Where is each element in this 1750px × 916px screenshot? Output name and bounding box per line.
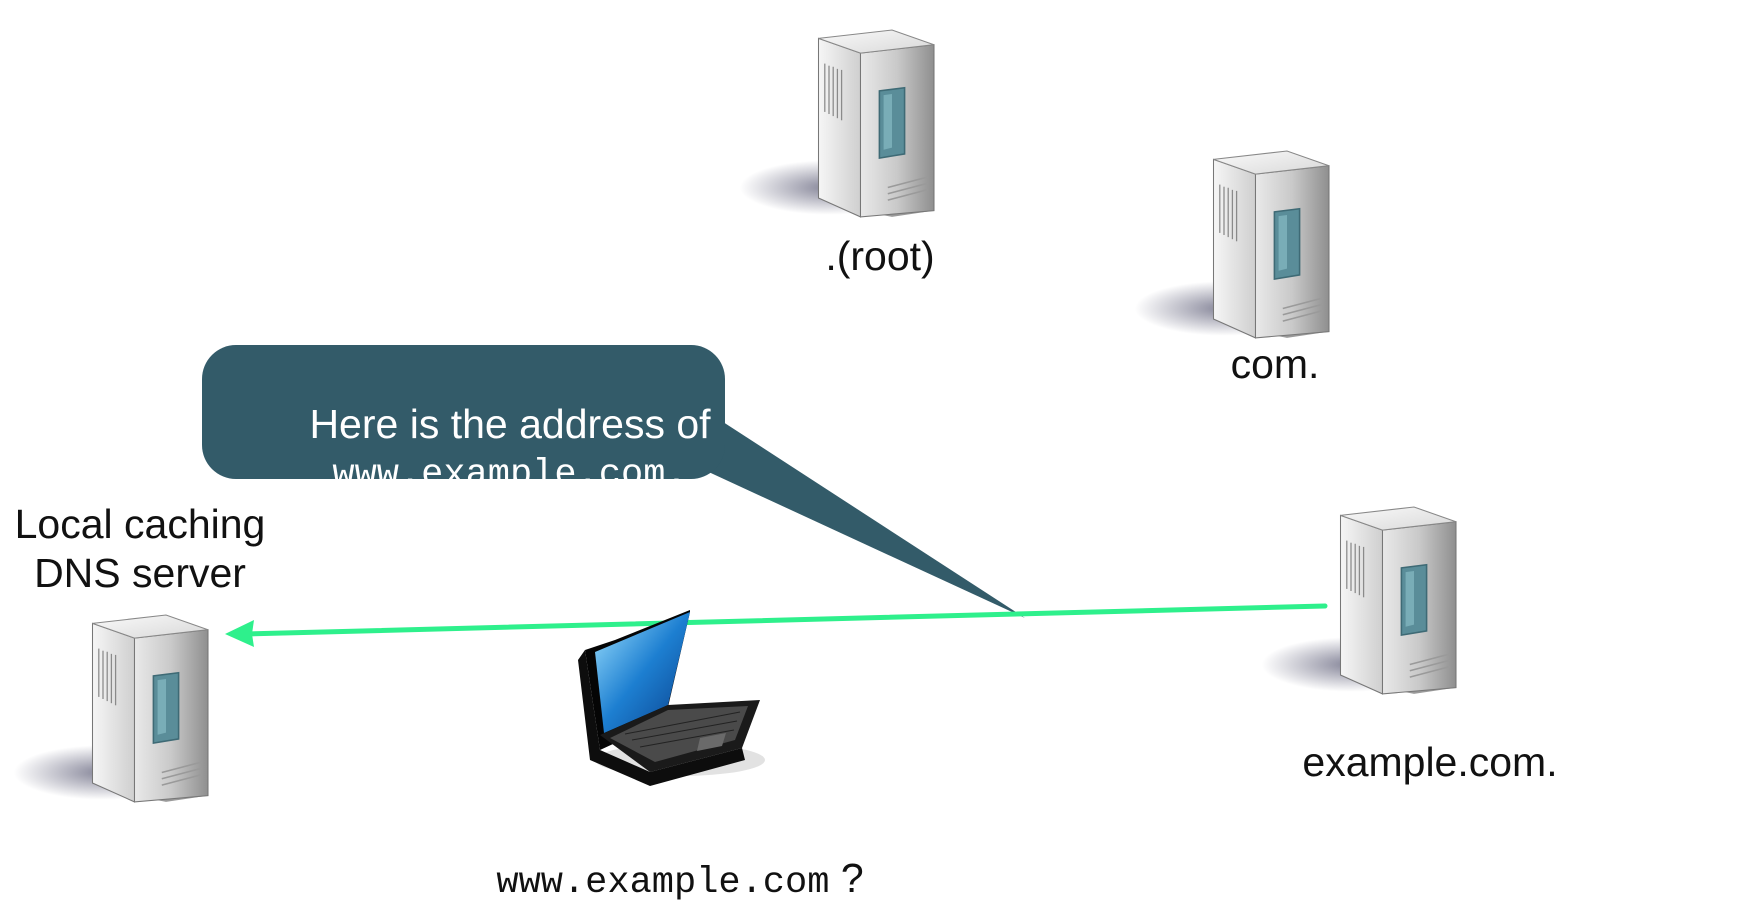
query-mark: ?	[840, 855, 864, 901]
laptop-icon	[578, 610, 765, 786]
local-dns-label-line2: DNS server	[34, 550, 246, 597]
com-server-icon	[1133, 150, 1330, 339]
query-label: www.example.com ?	[440, 854, 920, 905]
local-dns-label: Local caching DNS server	[0, 500, 280, 598]
com-label: com.	[1230, 341, 1320, 387]
example-com-label: example.com.	[1302, 739, 1558, 785]
bubble-line-2: www.example.com.	[332, 454, 688, 497]
speech-bubble	[202, 345, 1025, 618]
local-dns-server-icon	[12, 614, 209, 803]
response-arrow	[225, 603, 1328, 647]
example-com-server-icon	[1260, 506, 1457, 695]
bubble-text: Here is the address of www.example.com.	[230, 398, 790, 499]
root-server-icon	[738, 29, 935, 218]
local-dns-label-line1: Local caching	[14, 501, 266, 547]
root-label: .(root)	[825, 233, 935, 279]
query-domain: www.example.com	[496, 862, 830, 904]
bubble-line-1: Here is the address of	[309, 401, 711, 447]
